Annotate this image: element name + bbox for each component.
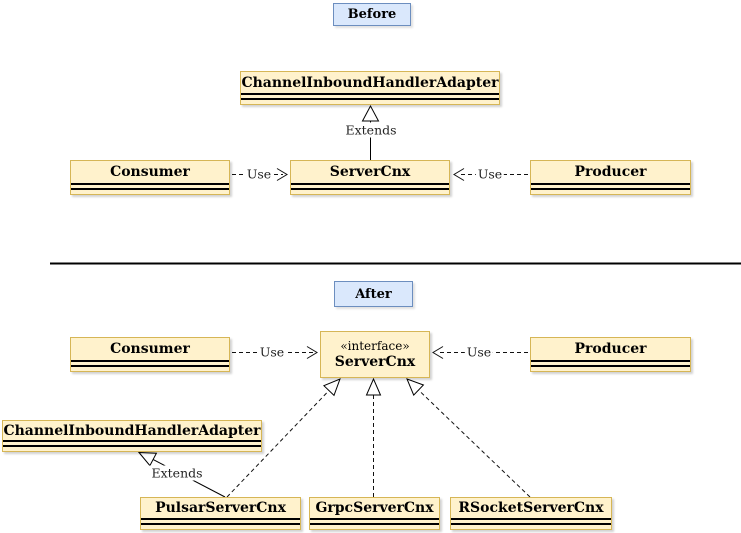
implements-triangle-arrowhead-pulsar (323, 378, 341, 397)
open-arrowhead-use-producer-after (432, 346, 444, 359)
methods-compartment (531, 188, 690, 194)
methods-compartment (241, 98, 499, 104)
implements-triangle-arrowhead-rsocket (406, 378, 425, 396)
section-label-before-text: Before (347, 7, 397, 22)
class-rsocketservercnx: RSocketServerCnx (450, 497, 612, 530)
extends-triangle-arrowhead-after (137, 451, 158, 467)
class-channelinboundhandleradapter-after: ChannelInboundHandlerAdapter (2, 420, 262, 452)
attributes-compartment (310, 518, 439, 523)
attributes-compartment (531, 183, 690, 188)
implements-triangle-arrowhead-grpc (365, 377, 382, 396)
class-name: Consumer (110, 164, 190, 180)
methods-compartment (291, 188, 449, 194)
interface-name: ServerCnx (334, 353, 416, 370)
class-grpcservercnx: GrpcServerCnx (309, 497, 440, 530)
attributes-compartment (241, 93, 499, 98)
attributes-compartment (71, 360, 229, 365)
interface-servercnx-after: «interface» ServerCnx (320, 331, 430, 378)
open-arrowhead-use-consumer-before (276, 168, 288, 181)
edge-implements-rsocket-line (418, 389, 531, 498)
methods-compartment (3, 445, 261, 451)
attributes-compartment (451, 518, 611, 523)
attributes-compartment (71, 183, 229, 188)
class-name: ServerCnx (329, 164, 411, 180)
methods-compartment (531, 365, 690, 371)
extends-triangle-arrowhead-before (361, 104, 380, 122)
section-label-after: After (334, 281, 413, 307)
interface-stereotype: «interface» (340, 338, 410, 353)
class-name: GrpcServerCnx (315, 500, 434, 516)
edge-label-use-consumer-before: Use (244, 166, 274, 182)
edge-label-extends-before: Extends (343, 122, 399, 138)
methods-compartment (451, 523, 611, 529)
class-channelinboundhandleradapter-before: ChannelInboundHandlerAdapter (240, 71, 500, 105)
edge-label-use-consumer-after: Use (257, 344, 287, 360)
class-name: ChannelInboundHandlerAdapter (3, 422, 261, 439)
edge-label-use-producer-after: Use (464, 344, 494, 360)
methods-compartment (310, 523, 439, 529)
edge-implements-pulsar-line (226, 390, 330, 498)
attributes-compartment (291, 183, 449, 188)
class-servercnx-before: ServerCnx (290, 160, 450, 195)
class-name: Producer (574, 341, 647, 357)
class-producer-after: Producer (530, 337, 691, 372)
class-name: Consumer (110, 341, 190, 357)
class-producer-before: Producer (530, 160, 691, 195)
attributes-compartment (3, 440, 261, 445)
class-name: RSocketServerCnx (458, 500, 604, 516)
class-pulsarservercnx: PulsarServerCnx (140, 497, 301, 530)
methods-compartment (71, 365, 229, 371)
attributes-compartment (531, 360, 690, 365)
class-consumer-before: Consumer (70, 160, 230, 195)
attributes-compartment (141, 518, 300, 523)
section-label-before: Before (333, 3, 411, 26)
methods-compartment (141, 523, 300, 529)
open-arrowhead-use-consumer-after (306, 346, 318, 359)
edge-label-extends-after: Extends (149, 465, 205, 481)
class-name: Producer (574, 164, 647, 180)
edge-label-use-producer-before: Use (475, 166, 505, 182)
open-arrowhead-use-producer-before (453, 168, 465, 181)
section-label-after-text: After (355, 286, 392, 302)
methods-compartment (71, 188, 229, 194)
class-name: ChannelInboundHandlerAdapter (241, 74, 499, 91)
class-name: PulsarServerCnx (155, 500, 286, 516)
class-consumer-after: Consumer (70, 337, 230, 372)
